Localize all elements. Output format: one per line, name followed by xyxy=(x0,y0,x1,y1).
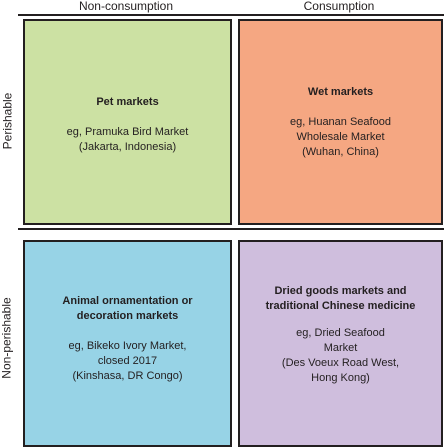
quadrant-title: Pet markets xyxy=(96,95,158,110)
example-line: Hong Kong) xyxy=(311,372,370,384)
example-line: closed 2017 xyxy=(97,355,158,367)
quadrant-example: eg, Huanan Seafood Wholesale Market (Wuh… xyxy=(290,115,391,160)
quadrant-dried-goods-markets: Dried goods markets and traditional Chin… xyxy=(238,240,443,447)
title-line: Dried goods markets and xyxy=(274,285,407,297)
example-line: eg, Huanan Seafood xyxy=(290,116,391,128)
title-line: decoration markets xyxy=(76,310,179,322)
top-divider xyxy=(18,14,444,16)
title-line: traditional Chinese medicine xyxy=(265,300,416,312)
column-header-consumption: Consumption xyxy=(303,0,375,13)
example-line: eg, Pramuka Bird Market xyxy=(66,126,189,138)
quadrant-title: Animal ornamentation or decoration marke… xyxy=(62,294,192,324)
column-header-non-consumption: Non-consumption xyxy=(78,0,174,13)
example-line: (Jakarta, Indonesia) xyxy=(78,141,177,153)
example-line: eg, Bikeko Ivory Market, xyxy=(68,340,187,352)
quadrant-example: eg, Pramuka Bird Market (Jakarta, Indone… xyxy=(67,125,189,155)
row-label-perishable-text: Perishable xyxy=(0,92,15,150)
quadrant-title: Dried goods markets and traditional Chin… xyxy=(266,284,416,314)
quadrant-wet-markets: Wet markets eg, Huanan Seafood Wholesale… xyxy=(238,19,443,225)
example-line: (Des Voeux Road West, xyxy=(281,357,400,369)
title-line: Wet markets xyxy=(307,86,374,98)
quadrant-example: eg, Dried Seafood Market (Des Voeux Road… xyxy=(282,326,399,386)
title-line: Pet markets xyxy=(96,96,159,108)
row-label-non-perishable-text: Non-perishable xyxy=(0,297,15,379)
example-line: (Kinshasa, DR Congo) xyxy=(72,370,183,382)
title-line: Animal ornamentation or xyxy=(62,295,193,307)
middle-divider xyxy=(18,228,444,230)
example-line: (Wuhan, China) xyxy=(302,146,379,158)
example-line: Wholesale Market xyxy=(296,131,385,143)
quadrant-title: Wet markets xyxy=(308,85,373,100)
row-label-non-perishable: Non-perishable xyxy=(0,228,14,448)
quadrant-pet-markets: Pet markets eg, Pramuka Bird Market (Jak… xyxy=(23,19,232,225)
row-label-perishable: Perishable xyxy=(0,14,14,228)
quadrant-animal-ornamentation-markets: Animal ornamentation or decoration marke… xyxy=(23,240,232,447)
quadrant-example: eg, Bikeko Ivory Market, closed 2017 (Ki… xyxy=(69,339,187,384)
example-line: Market xyxy=(323,342,358,354)
example-line: eg, Dried Seafood xyxy=(296,327,385,339)
